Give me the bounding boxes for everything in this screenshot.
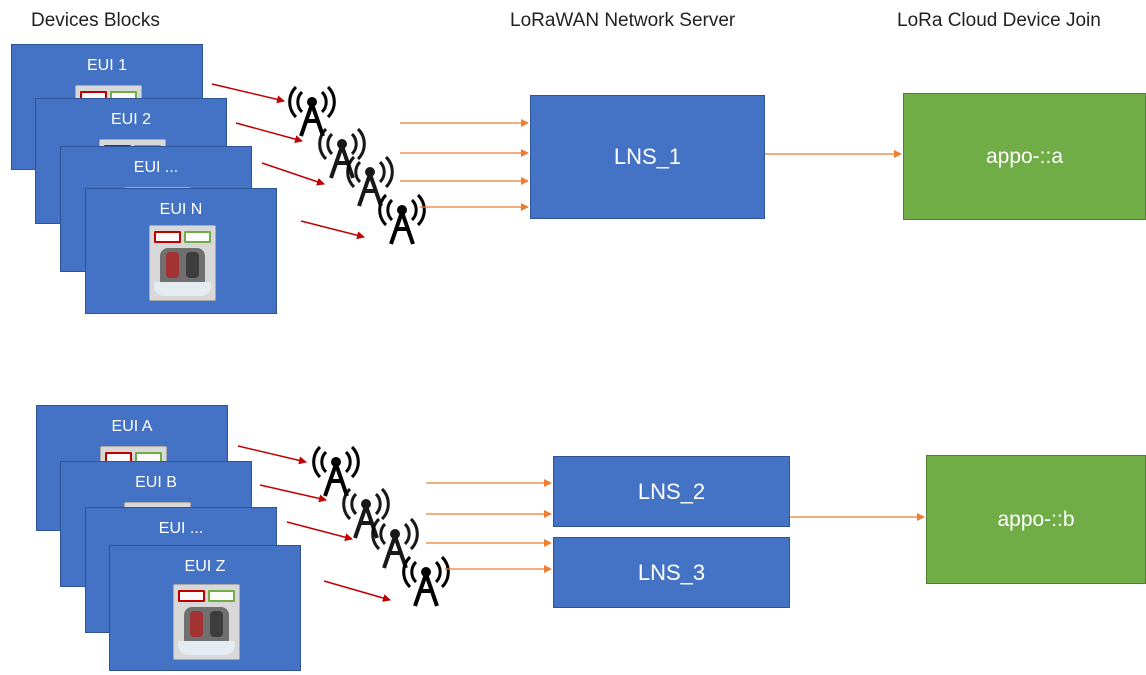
network-server-label: LNS_2: [637, 478, 706, 504]
uplink-arrow: [286, 521, 353, 542]
radio-tower-icon: [370, 517, 420, 570]
join-server-a: appo-::a: [903, 93, 1146, 220]
join-server-b: appo-::b: [926, 455, 1146, 584]
network-server-label: LNS_3: [637, 559, 706, 585]
sensor-device-photo: [149, 225, 216, 301]
uplink-arrow: [300, 220, 365, 240]
device-block-label: EUI A: [111, 418, 153, 435]
uplink-arrow: [259, 484, 327, 503]
join-server-label: appo-::a: [985, 144, 1064, 168]
device-block-label: EUI ...: [158, 520, 204, 537]
radio-tower-icon: [345, 155, 395, 208]
uplink-arrow: [261, 162, 325, 186]
device-block-label: EUI N: [159, 201, 203, 218]
device-block-label: EUI Z: [184, 558, 226, 575]
network-server-lns-2: LNS_2: [553, 456, 790, 527]
uplink-arrow: [237, 445, 307, 465]
sensor-device-photo: [173, 584, 240, 660]
radio-tower-icon: [401, 555, 451, 608]
network-server-lns-1: LNS_1: [530, 95, 765, 219]
join-server-label: appo-::b: [997, 507, 1075, 531]
device-block-bottom-4: EUI Z: [109, 545, 301, 671]
uplink-arrow: [235, 122, 303, 144]
devices-blocks-heading: Devices Blocks: [31, 10, 160, 31]
device-block-label: EUI 1: [86, 57, 127, 74]
uplink-arrow: [211, 83, 285, 104]
device-block-label: EUI ...: [133, 159, 179, 176]
radio-tower-icon: [287, 85, 337, 138]
uplink-arrow: [323, 580, 391, 602]
radio-tower-icon: [377, 193, 427, 246]
radio-tower-icon: [311, 445, 361, 498]
radio-tower-icon: [317, 127, 367, 180]
network-server-lns-3: LNS_3: [553, 537, 790, 608]
device-block-label: EUI B: [135, 474, 177, 491]
network-server-heading: LoRaWAN Network Server: [510, 10, 736, 31]
cloud-device-join-heading: LoRa Cloud Device Join: [897, 10, 1101, 31]
network-server-label: LNS_1: [613, 144, 682, 169]
device-block-top-4: EUI N: [85, 188, 277, 314]
device-block-label: EUI 2: [110, 111, 151, 128]
